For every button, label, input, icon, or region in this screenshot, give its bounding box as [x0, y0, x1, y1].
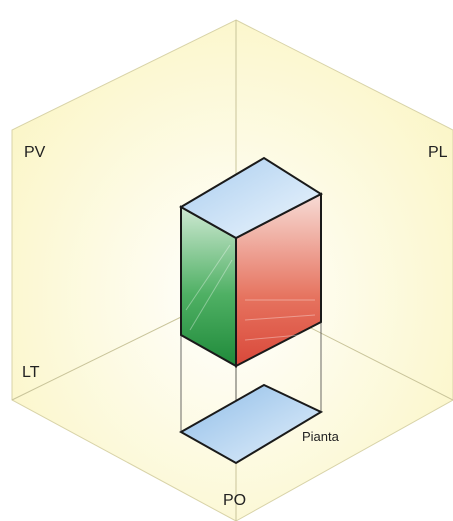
lateral-plane-label: PL [428, 144, 448, 161]
plan-projection [178, 383, 324, 465]
horizontal-plane-label: PO [223, 492, 247, 509]
frontal-plane-label: PV [24, 144, 46, 161]
ground-line-label: LT [22, 364, 40, 381]
solid-top-face [178, 156, 324, 240]
plan-label: Pianta [302, 429, 339, 444]
face-hatching [185, 244, 316, 341]
